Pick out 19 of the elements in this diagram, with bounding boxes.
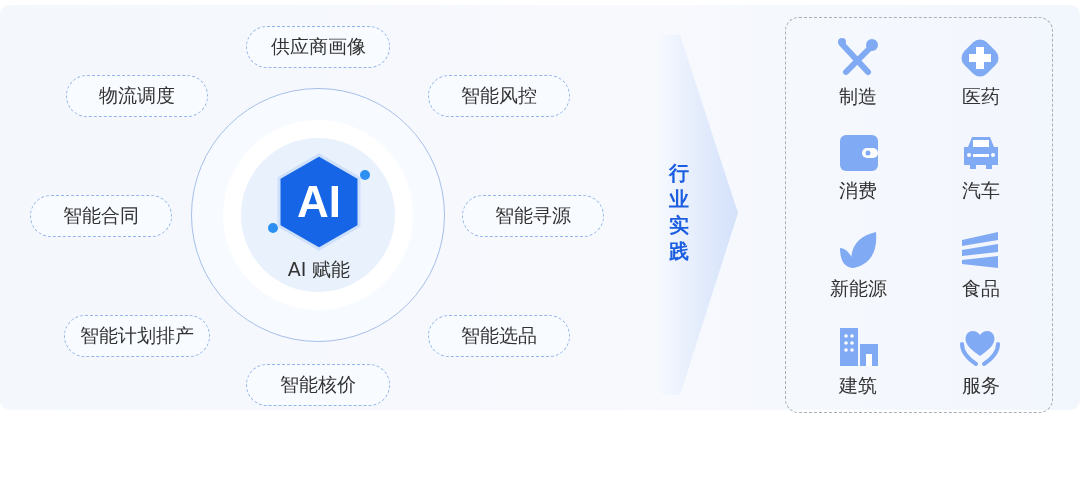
industry-label: 消费 xyxy=(808,178,908,204)
industry-label: 建筑 xyxy=(808,373,908,399)
capability-pill: 供应商画像 xyxy=(246,26,390,68)
industry-label: 食品 xyxy=(931,276,1031,302)
capability-pill: 智能核价 xyxy=(246,364,390,406)
industry-label: 服务 xyxy=(931,373,1031,399)
industry-label: 新能源 xyxy=(808,276,908,302)
capability-pill: 智能合同 xyxy=(30,195,172,237)
capability-pill: 智能风控 xyxy=(428,75,570,117)
capability-pill: 智能计划排产 xyxy=(64,315,210,357)
industry-label: 汽车 xyxy=(931,178,1031,204)
center-label: AI 赋能 xyxy=(286,257,352,282)
hexagon-badge: AI xyxy=(279,155,359,249)
capability-pill: 智能寻源 xyxy=(462,195,604,237)
capability-pill: 物流调度 xyxy=(66,75,208,117)
industry-panel xyxy=(785,17,1053,413)
industry-label: 医药 xyxy=(931,84,1031,110)
capability-pill: 智能选品 xyxy=(428,315,570,357)
industry-label: 制造 xyxy=(808,84,908,110)
